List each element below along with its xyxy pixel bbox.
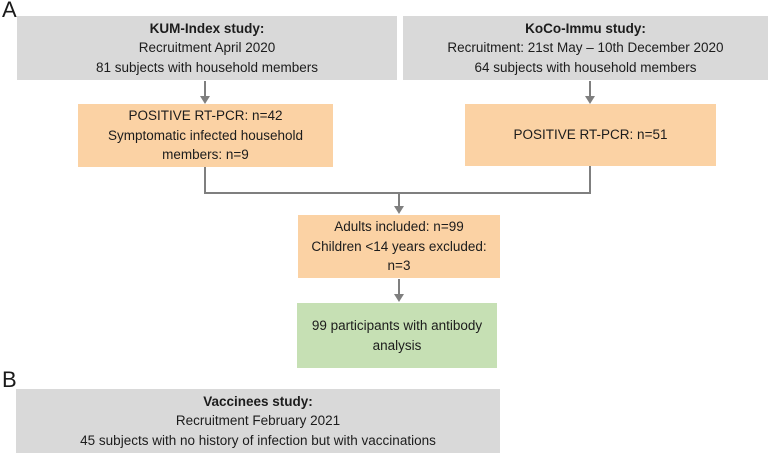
koco-immu-study-title: KoCo-Immu study: — [525, 20, 646, 36]
pcr-positive-kum-count: POSITIVE RT-PCR: n=42 — [128, 108, 283, 124]
adults-included-count: Adults included: n=99 — [334, 219, 464, 235]
kum-index-study-box: KUM-Index study: Recruitment April 2020 … — [17, 16, 397, 80]
adults-included-box: Adults included: n=99 Children <14 years… — [298, 215, 500, 278]
pcr-symptomatic-household: Symptomatic infected household members: … — [107, 127, 304, 163]
vaccinees-recruitment: Recruitment February 2021 — [175, 413, 341, 429]
koco-immu-recruitment: Recruitment: 21st May – 10th December 20… — [447, 40, 724, 56]
pcr-positive-koco-box: POSITIVE RT-PCR: n=51 — [465, 104, 716, 166]
merge-connector-center-line — [398, 194, 400, 206]
vaccinees-subjects: 45 subjects with no history of infection… — [80, 432, 436, 448]
merge-connector-left-line — [204, 167, 206, 193]
arrow-koco-to-pcr-line — [589, 81, 591, 96]
merge-connector-horizontal-line — [204, 192, 591, 194]
antibody-analysis-result-box: 99 participants with antibody analysis — [297, 303, 497, 368]
arrow-inclusion-to-result-head — [394, 294, 404, 302]
merge-connector-arrow-head — [394, 206, 404, 214]
panel-b-label: B — [2, 367, 17, 392]
arrow-kum-to-pcr-head — [200, 96, 210, 104]
kum-index-study-title: KUM-Index study: — [149, 20, 265, 36]
pcr-positive-koco-count: POSITIVE RT-PCR: n=51 — [513, 127, 668, 143]
koco-immu-study-box: KoCo-Immu study: Recruitment: 21st May –… — [403, 16, 768, 80]
kum-index-recruitment: Recruitment April 2020 — [138, 40, 276, 56]
arrow-inclusion-to-result-line — [398, 279, 400, 294]
arrow-kum-to-pcr-line — [204, 81, 206, 96]
merge-connector-right-line — [589, 166, 591, 193]
vaccinees-study-title: Vaccinees study: — [203, 393, 313, 409]
pcr-positive-kum-box: POSITIVE RT-PCR: n=42 Symptomatic infect… — [78, 104, 333, 167]
arrow-koco-to-pcr-head — [585, 96, 595, 104]
panel-a-label: A — [2, 0, 17, 22]
kum-index-subjects: 81 subjects with household members — [95, 59, 319, 75]
antibody-analysis-text: 99 participants with antibody analysis — [311, 318, 483, 353]
children-excluded-count: Children <14 years excluded: n=3 — [311, 238, 487, 274]
koco-immu-subjects: 64 subjects with household members — [474, 59, 697, 75]
vaccinees-study-box: Vaccinees study: Recruitment February 20… — [16, 389, 500, 453]
